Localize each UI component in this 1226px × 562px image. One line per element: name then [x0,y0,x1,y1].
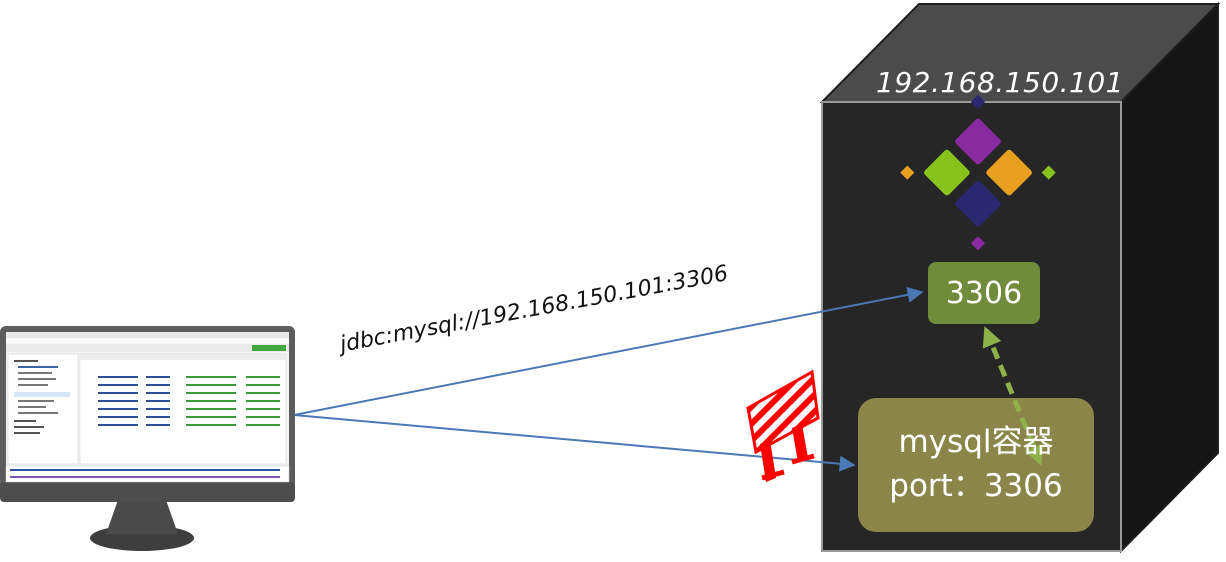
container-label: mysql容器 port：3306 [858,420,1094,508]
server-side-face [1120,1,1219,554]
db-client-screen [5,332,290,483]
server-ip-label: 192.168.150.101 [876,66,1124,99]
firewall-barrier-icon [746,369,820,482]
blocked-direct-arrow [293,414,856,472]
container-port: port：3306 [889,468,1063,504]
container-name: mysql容器 [898,424,1054,460]
host-port-box [928,262,1040,324]
port-mapping-arrow [982,326,1044,466]
host-port-label: 3306 [945,275,1023,311]
computer-monitor-icon [0,326,295,551]
jdbc-connection-arrow [293,286,924,416]
docker-logo-icon [900,94,1056,251]
